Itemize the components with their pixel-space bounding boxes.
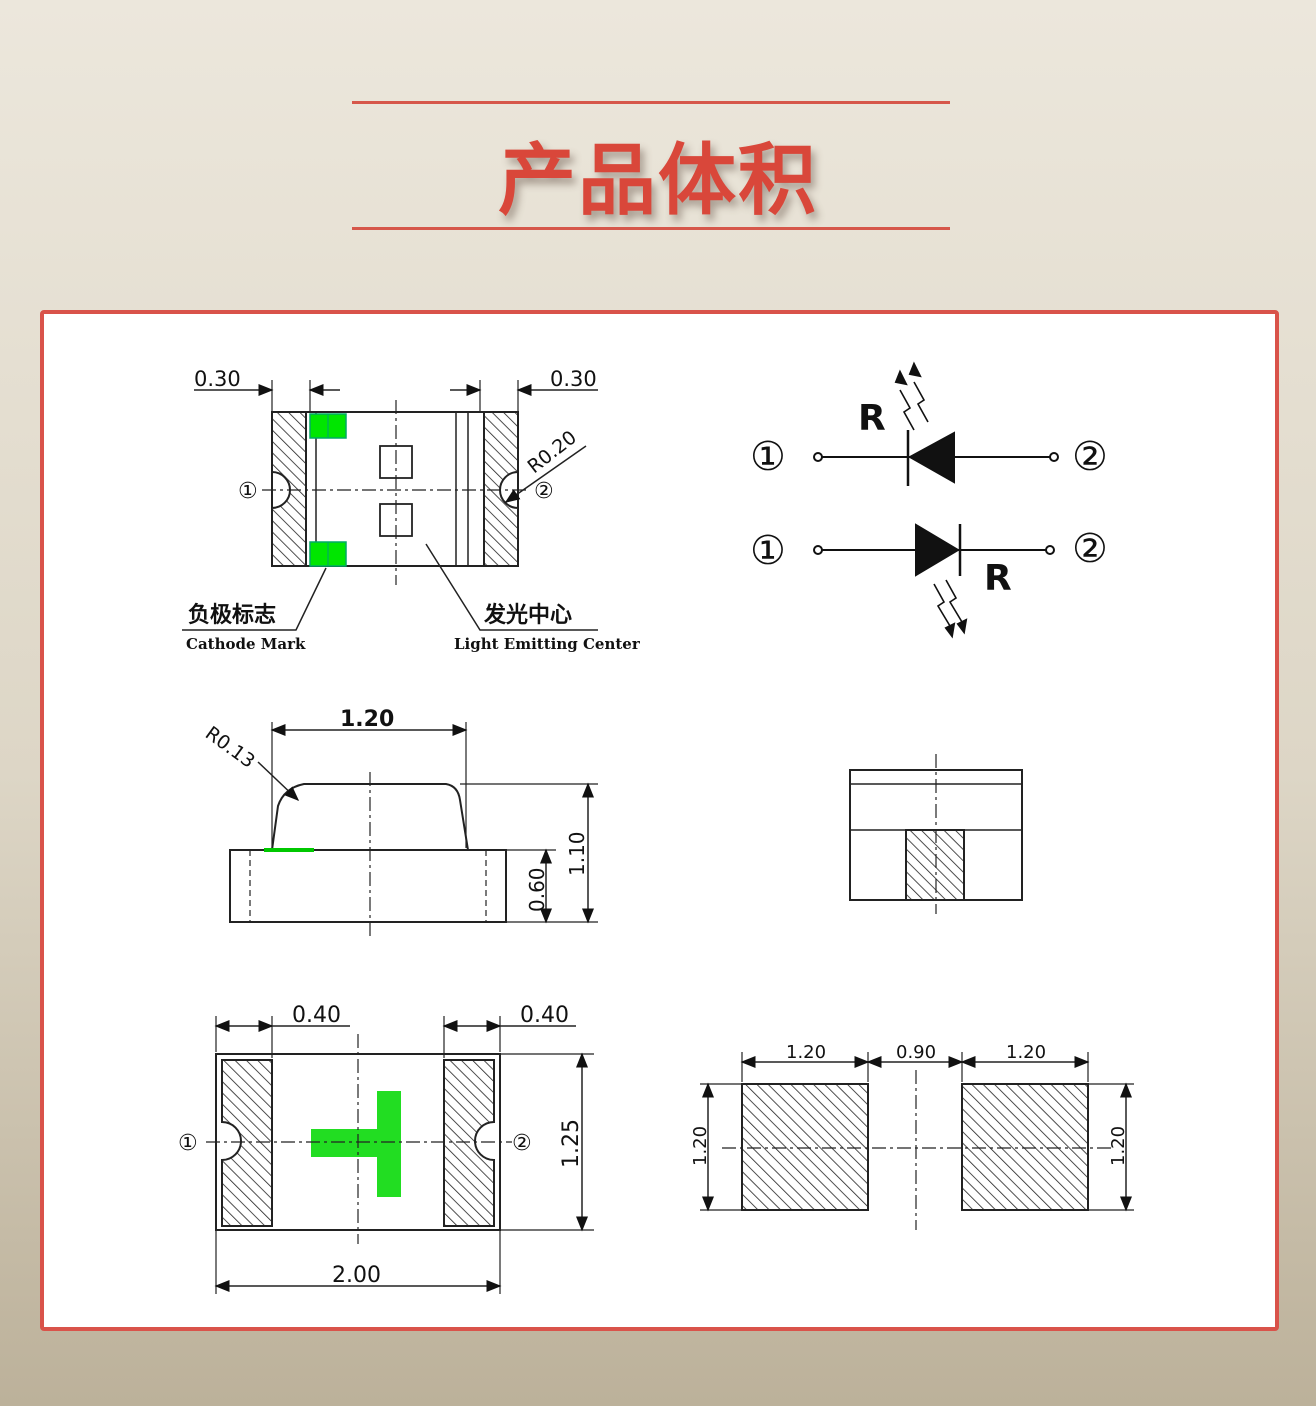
fp-width-right: 1.20: [1006, 1042, 1046, 1063]
bottom-length: 2.00: [332, 1263, 381, 1288]
symbol1-pin2: ②: [1072, 434, 1108, 480]
page-title: 产品体积: [497, 136, 818, 226]
symbol1-pin1: ①: [750, 434, 786, 480]
side-width-dim: 1.20: [340, 707, 394, 732]
bottom-pad-left: 0.40: [292, 1003, 341, 1028]
fp-height-left: 1.20: [690, 1126, 711, 1166]
side-view: [229, 722, 598, 940]
center-label-en: Light Emitting Center: [454, 635, 641, 653]
center-label-cn: 发光中心: [483, 602, 572, 628]
fp-width-left: 1.20: [786, 1042, 826, 1063]
top-pin1: ①: [238, 479, 258, 504]
top-dim-right: 0.30: [550, 367, 597, 391]
bottom-pad-right: 0.40: [520, 1003, 569, 1028]
bottom-pin1: ①: [178, 1131, 198, 1156]
symbol1-label: R: [858, 398, 886, 439]
title-rule-top: [352, 101, 950, 104]
led-symbols: [813, 361, 1059, 639]
cathode-label-cn: 负极标志: [188, 602, 276, 628]
side-height-total: 1.10: [565, 831, 589, 876]
side-radius: R0.13: [201, 722, 259, 772]
bottom-pin2: ②: [512, 1131, 532, 1156]
side-height-body: 0.60: [525, 867, 549, 912]
top-pin2: ②: [534, 479, 554, 504]
bottom-height: 1.25: [559, 1119, 584, 1168]
top-view: [182, 380, 598, 631]
top-dim-left: 0.30: [194, 367, 241, 391]
symbol2-pin2: ②: [1072, 526, 1108, 572]
fp-gap: 0.90: [896, 1042, 936, 1063]
cathode-label-en: Cathode Mark: [186, 635, 306, 653]
end-view: [849, 754, 1023, 914]
fp-height-right: 1.20: [1108, 1126, 1129, 1166]
pcb-footprint: [700, 1052, 1134, 1230]
bottom-view: [206, 1016, 594, 1294]
symbol2-pin1: ①: [750, 528, 786, 574]
symbol2-label: R: [984, 558, 1012, 599]
title-rule-bottom: [352, 227, 950, 230]
